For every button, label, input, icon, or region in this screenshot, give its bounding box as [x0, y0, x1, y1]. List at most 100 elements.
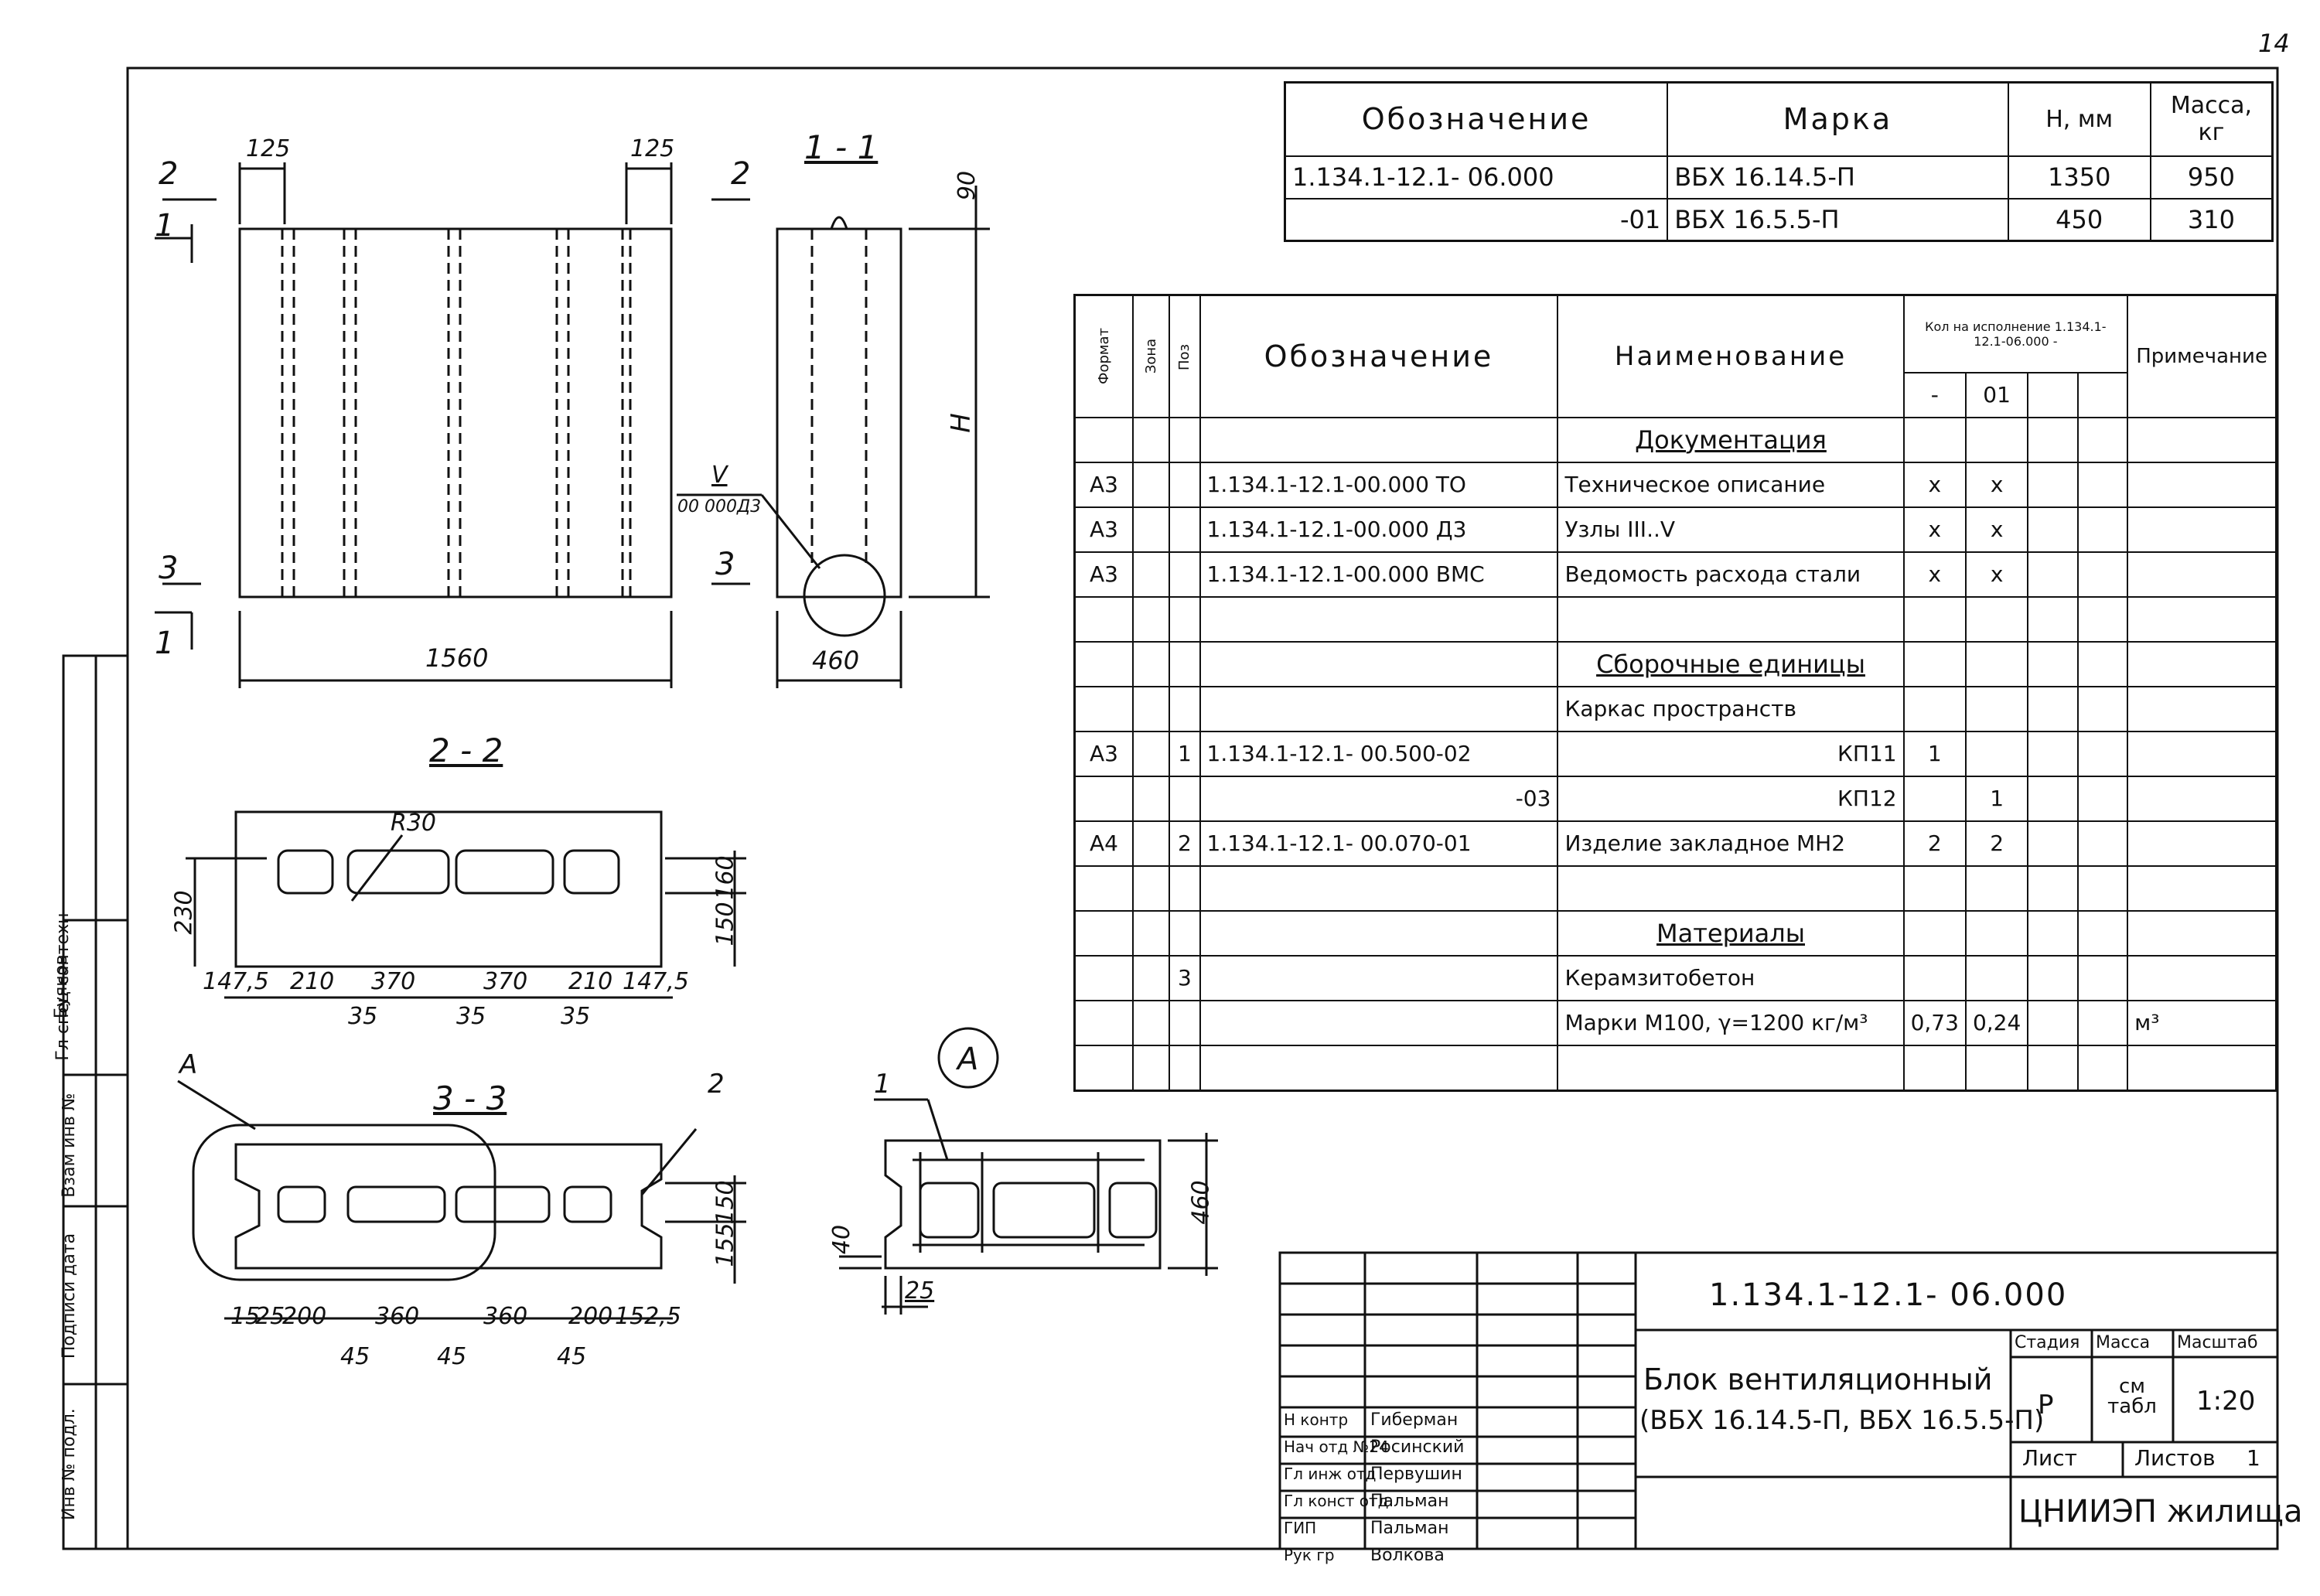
spec-cell-qty-base: х [1902, 506, 1967, 553]
dim-45-c: 45 [557, 1343, 587, 1370]
spec-cell-pos [1169, 775, 1201, 822]
front-view [155, 162, 750, 688]
spec-cell-name: Материалы [1557, 909, 1905, 957]
spec-cell-format [1073, 640, 1134, 687]
spec-header-qty-01: 01 [1964, 371, 2029, 418]
spec-cell-empty [2076, 999, 2129, 1046]
spec-cell-empty [2027, 551, 2079, 598]
spec-cell-name: Узлы III..V [1557, 506, 1905, 553]
spec-cell-name: Керамзитобетон [1557, 954, 1905, 1001]
spec-cell-empty [2027, 416, 2079, 463]
signature-name: Волкова [1370, 1546, 1445, 1565]
spec-cell-format [1073, 1044, 1134, 1091]
spec-header-note: Примечание [2127, 294, 2277, 418]
cut-label-3: 3 [159, 551, 179, 586]
spec-cell-empty [2027, 909, 2079, 957]
top-header-mass: Масса, кг [2149, 81, 2274, 157]
spec-cell-name: Каркас пространств [1557, 685, 1905, 732]
top-row2-designation: -01 [1284, 197, 1669, 242]
spec-cell-pos: 1 [1169, 730, 1201, 777]
spec-cell-pos: 3 [1169, 954, 1201, 1001]
top-row2-mass: 310 [2149, 197, 2274, 242]
spec-cell-note [2127, 685, 2277, 732]
spec-header-name: Наименование [1557, 294, 1905, 418]
detail-a-view [839, 1027, 1218, 1315]
spec-cell-format [1073, 416, 1134, 463]
callout-a: А [179, 1049, 198, 1080]
spec-cell-format: А3 [1073, 730, 1134, 777]
spec-cell-qty-01: 1 [1964, 775, 2029, 822]
spec-cell-qty-base: х [1902, 461, 1967, 508]
spec-cell-empty [2076, 820, 2129, 867]
signature-name: Первушин [1370, 1465, 1462, 1484]
mass-label: Масса [2096, 1333, 2151, 1352]
spec-cell-format [1073, 909, 1134, 957]
spec-cell-qty-base: 2 [1902, 820, 1967, 867]
spec-cell-zone [1132, 730, 1171, 777]
spec-cell-format: А3 [1073, 506, 1134, 553]
radius-r30: R30 [391, 810, 437, 837]
spec-cell-format [1073, 999, 1134, 1046]
spec-cell-note [2127, 1044, 2277, 1091]
spec-cell-note [2127, 506, 2277, 553]
spec-cell-note [2127, 551, 2277, 598]
dim-152-5: 152,5 [615, 1303, 681, 1330]
spec-cell-qty-01 [1964, 909, 2029, 957]
top-header-h: H, мм [2007, 81, 2151, 157]
top-row1-mark: ВБХ 16.14.5-П [1667, 155, 2009, 200]
top-table-row: 1.134.1-12.1- 06.000 ВБХ 16.14.5-П 1350 … [1284, 155, 2274, 200]
spec-cell-qty-base [1902, 864, 1967, 912]
spec-cell-qty-base [1902, 685, 1967, 732]
signature-name: Пальман [1370, 1519, 1449, 1538]
spec-cell-qty-base [1902, 1044, 1967, 1091]
section-1-1-title: 1 - 1 [804, 128, 879, 166]
spec-cell-empty [2076, 416, 2129, 463]
spec-cell-designation [1199, 595, 1559, 643]
spec-cell-designation: 1.134.1-12.1-00.000 Д3 [1199, 506, 1559, 553]
spec-cell-name: Техническое описание [1557, 461, 1905, 508]
spec-cell-designation: -03 [1199, 775, 1559, 822]
dim-230: 230 [170, 890, 198, 935]
spec-cell-empty [2027, 775, 2079, 822]
spec-cell-empty [2076, 775, 2129, 822]
scale-value: 1:20 [2196, 1386, 2256, 1417]
spec-cell-name: КП12 [1557, 775, 1905, 822]
spec-cell-qty-base [1902, 775, 1967, 822]
signature-role: Гл инж отд [1284, 1465, 1377, 1483]
spec-cell-zone [1132, 1044, 1171, 1091]
dim-210-left: 210 [290, 968, 335, 995]
dim-40: 40 [828, 1224, 856, 1255]
spec-cell-qty-01: х [1964, 461, 2029, 508]
spec-row: Документация [1073, 416, 2277, 463]
dim-460-section: 460 [812, 646, 860, 675]
top-row2-h: 450 [2007, 197, 2151, 242]
page-number: 14 [2258, 29, 2290, 58]
spec-row [1073, 595, 2277, 643]
spec-cell-note [2127, 461, 2277, 508]
cut-label-2-right: 2 [731, 156, 751, 192]
node-doc-ref: 00 000Д3 [677, 497, 762, 517]
spec-cell-empty [2027, 730, 2079, 777]
dim-460-detail: 460 [1187, 1180, 1215, 1225]
spec-cell-empty [2076, 640, 2129, 687]
section-2-2-title: 2 - 2 [429, 732, 503, 769]
spec-cell-empty [2027, 685, 2079, 732]
spec-cell-format: А3 [1073, 461, 1134, 508]
spec-row: Каркас пространств [1073, 685, 2277, 732]
stamp-label-inv: Инв № подл. [60, 1408, 79, 1520]
node-ref-v: V [711, 462, 728, 489]
spec-cell-note [2127, 640, 2277, 687]
spec-row: Материалы [1073, 909, 2277, 957]
spec-cell-empty [2076, 461, 2129, 508]
stamp-label-vzam: Взам инв № [60, 1093, 79, 1198]
spec-cell-designation [1199, 909, 1559, 957]
spec-cell-format [1073, 954, 1134, 1001]
cut-label-3-right: 3 [715, 547, 735, 582]
spec-cell-zone [1132, 954, 1171, 1001]
spec-cell-zone [1132, 416, 1171, 463]
spec-cell-name [1557, 864, 1905, 912]
spec-cell-pos [1169, 864, 1201, 912]
spec-cell-empty [2027, 999, 2079, 1046]
